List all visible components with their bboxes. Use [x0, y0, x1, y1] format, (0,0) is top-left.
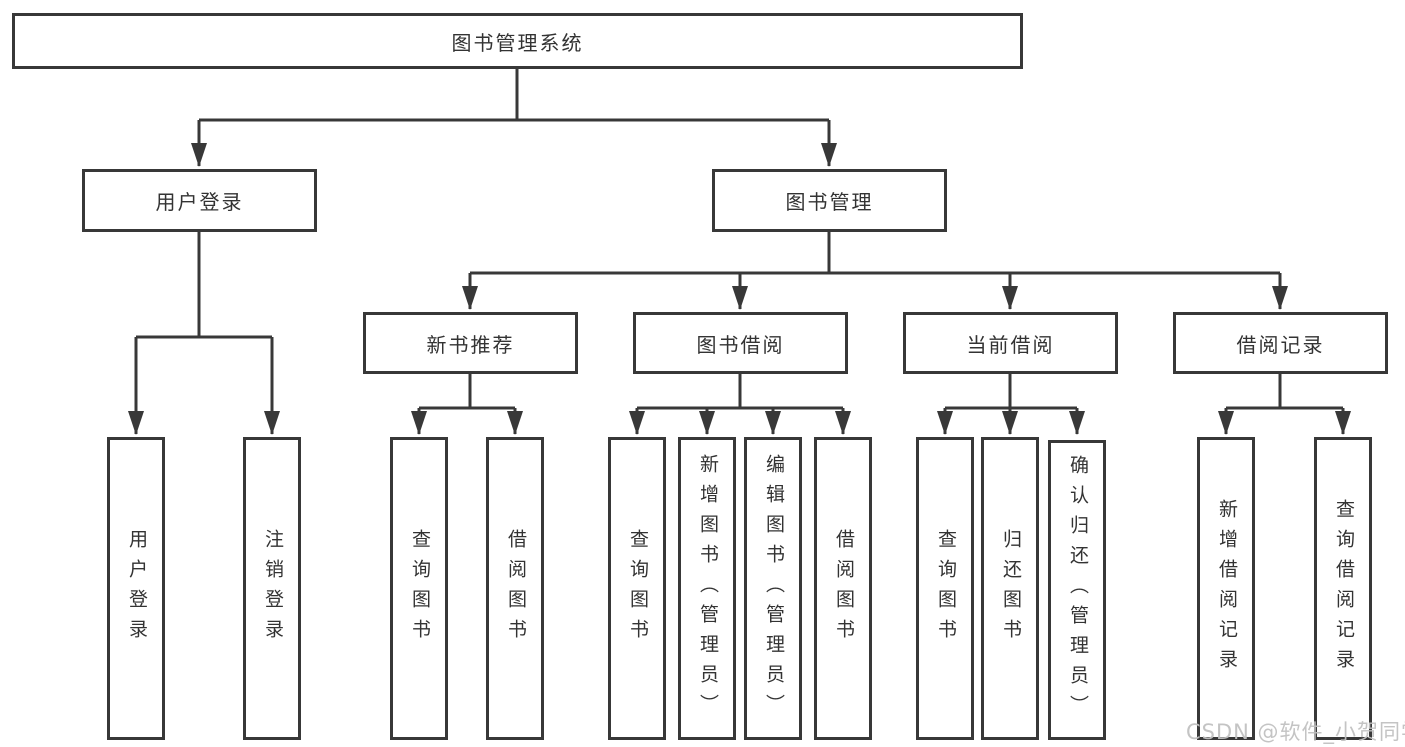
node-label: 借阅记录 — [1236, 332, 1325, 357]
node-user-login: 用户登录 — [82, 169, 317, 232]
leaf-logout: 注销登录 — [243, 437, 301, 740]
node-label: 编辑图书（管理员） — [762, 453, 785, 724]
node-label: 查询借阅记录 — [1332, 498, 1355, 679]
node-label: 新增借阅记录 — [1215, 498, 1238, 679]
node-label: 注销登录 — [261, 528, 284, 649]
leaf-borrow-query-books: 查询图书 — [608, 437, 666, 740]
node-label: 查询图书 — [626, 528, 649, 649]
node-label: 用户登录 — [155, 190, 244, 214]
node-label: 图书管理系统 — [451, 30, 584, 55]
node-label: 借阅图书 — [504, 528, 527, 649]
node-label: 借阅图书 — [832, 528, 855, 649]
node-label: 归还图书 — [999, 528, 1022, 649]
node-book-management: 图书管理 — [712, 169, 947, 232]
node-label: 查询图书 — [934, 528, 957, 649]
node-book-borrow: 图书借阅 — [633, 312, 848, 374]
node-label: 新书推荐 — [426, 332, 515, 357]
node-label: 新增图书（管理员） — [696, 453, 719, 724]
leaf-current-return-books: 归还图书 — [981, 437, 1039, 740]
leaf-current-confirm-return-admin: 确认归还（管理员） — [1048, 440, 1106, 740]
node-label: 查询图书 — [408, 528, 431, 649]
node-label: 当前借阅 — [966, 332, 1055, 357]
leaf-recommend-borrow-books: 借阅图书 — [486, 437, 544, 740]
node-borrow-records: 借阅记录 — [1173, 312, 1388, 374]
leaf-current-query-books: 查询图书 — [916, 437, 974, 740]
node-label: 确认归还（管理员） — [1066, 455, 1089, 725]
node-library-management-system: 图书管理系统 — [12, 13, 1023, 69]
node-label: 用户登录 — [125, 528, 148, 649]
leaf-records-query-record: 查询借阅记录 — [1314, 437, 1372, 740]
leaf-records-add-record: 新增借阅记录 — [1197, 437, 1255, 740]
leaf-recommend-query-books: 查询图书 — [390, 437, 448, 740]
csdn-watermark: CSDN @软件_小贺同学 — [1186, 720, 1405, 744]
node-new-book-recommend: 新书推荐 — [363, 312, 578, 374]
leaf-borrow-borrow-books: 借阅图书 — [814, 437, 872, 740]
node-label: 图书管理 — [785, 190, 874, 214]
node-label: 图书借阅 — [696, 332, 785, 357]
leaf-user-login: 用户登录 — [107, 437, 165, 740]
leaf-borrow-edit-books-admin: 编辑图书（管理员） — [744, 437, 802, 740]
node-current-borrow: 当前借阅 — [903, 312, 1118, 374]
leaf-borrow-add-books-admin: 新增图书（管理员） — [678, 437, 736, 740]
